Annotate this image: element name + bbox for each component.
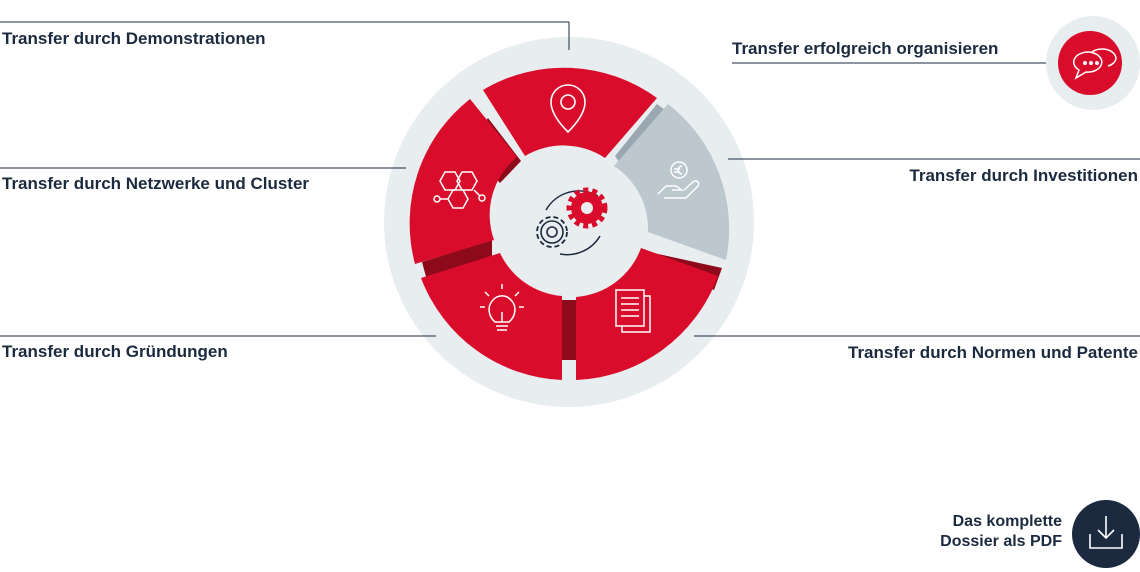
- molecule-network-icon: [433, 171, 486, 209]
- chat-button[interactable]: [1046, 16, 1140, 110]
- segment-demonstrationen[interactable]: [483, 67, 657, 158]
- download-label[interactable]: Das komplette Dossier als PDF: [940, 512, 1062, 552]
- location-pin-icon: [550, 84, 586, 134]
- label-gruendungen[interactable]: Transfer durch Gründungen: [2, 342, 228, 361]
- label-normen[interactable]: Transfer durch Normen und Patente: [848, 343, 1138, 362]
- segment-investitionen[interactable]: [614, 104, 730, 260]
- chat-bubbles-icon: [1072, 48, 1117, 80]
- connector-lines: [0, 21, 1140, 337]
- download-icon: [1089, 516, 1123, 549]
- lightbulb-icon: [480, 284, 524, 331]
- center-hub: [501, 155, 635, 289]
- documents-icon: [615, 289, 651, 333]
- label-investitionen[interactable]: Transfer durch Investitionen: [909, 166, 1138, 185]
- label-demonstrationen[interactable]: Transfer durch Demonstrationen: [2, 29, 266, 48]
- euro-hand-icon: [657, 161, 700, 199]
- label-netzwerke[interactable]: Transfer durch Netzwerke und Cluster: [2, 174, 310, 193]
- segment-normen[interactable]: [576, 248, 718, 380]
- gears-icon: [536, 187, 608, 256]
- label-organisieren[interactable]: Transfer erfolgreich organisieren: [732, 39, 999, 58]
- segment-netzwerke[interactable]: [409, 99, 517, 264]
- download-label-line1: Das komplette: [952, 513, 1062, 530]
- segment-gruendungen[interactable]: [421, 253, 562, 380]
- download-button[interactable]: [1072, 500, 1140, 568]
- download-label-line2: Dossier als PDF: [940, 533, 1062, 550]
